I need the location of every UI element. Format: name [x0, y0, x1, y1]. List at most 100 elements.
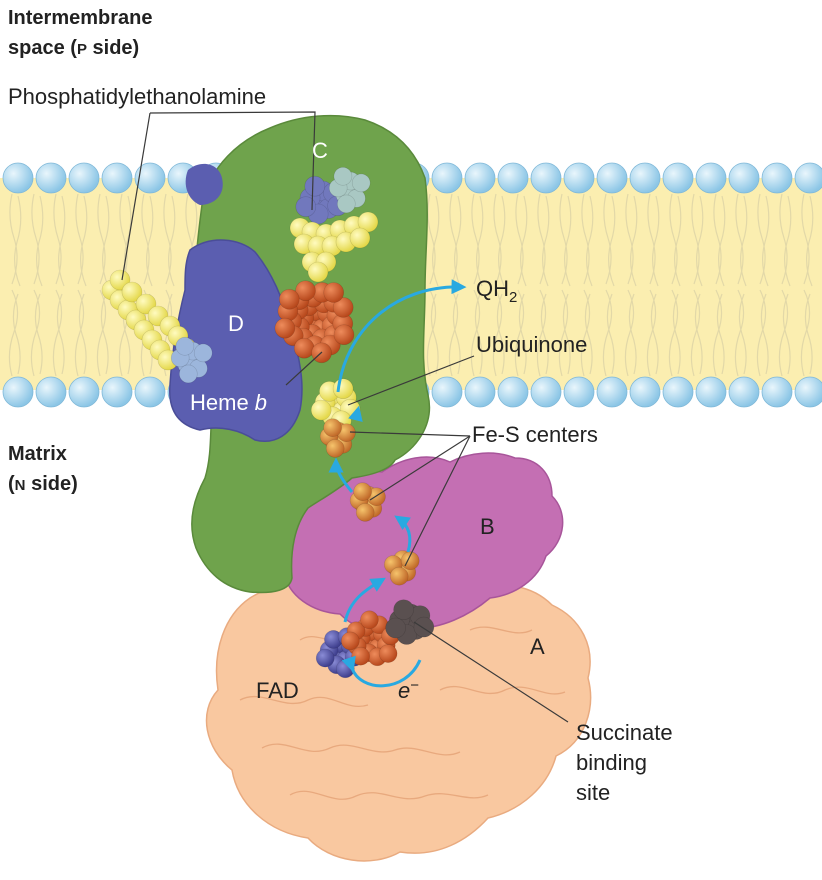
lipid-head — [464, 376, 496, 408]
heme-sphere — [333, 324, 355, 346]
lipid-tail — [8, 193, 22, 377]
lipid-head — [662, 162, 694, 194]
subunit-d-label: D — [228, 311, 244, 336]
lipid-tail — [558, 193, 572, 377]
lipid-head — [662, 376, 694, 408]
lipid-ligand-head-sphere — [179, 364, 198, 384]
lipid-tail — [690, 193, 704, 377]
lipid-head — [761, 162, 793, 194]
lipid-head — [431, 376, 463, 408]
lipid-tail — [536, 193, 550, 377]
electron-label: e− — [398, 677, 419, 703]
p-side-label-line1: Intermembrane — [8, 7, 153, 29]
fes-center-sphere — [325, 439, 345, 458]
heme-b-label: Heme b — [190, 390, 267, 415]
lipid-head — [134, 162, 166, 194]
lipid-tail — [140, 193, 154, 377]
phosphatidylethanolamine-label: Phosphatidylethanolamine — [8, 84, 266, 109]
ubiquinone-label: Ubiquinone — [476, 332, 587, 357]
ubiquinone-sphere — [332, 378, 354, 400]
lipid-ligand-head-sphere — [175, 336, 195, 356]
leader-lines — [121, 111, 569, 723]
lipid-head — [596, 162, 628, 194]
succinate-site-sphere — [393, 599, 414, 621]
fad-label: FAD — [256, 678, 299, 703]
lipid-ligand-head-sphere — [304, 175, 326, 197]
lipid-head — [761, 376, 793, 408]
fes-center-sphere — [355, 503, 375, 522]
lipid-tail — [514, 193, 528, 377]
lipid-head — [695, 376, 727, 408]
lipid-head — [497, 376, 529, 408]
lipid-ligand-head-sphere — [351, 173, 371, 193]
lipid-tail — [778, 193, 792, 377]
lipid-tail — [184, 193, 198, 377]
heme-sphere — [295, 280, 316, 302]
qh2-label: QH2 — [476, 276, 517, 306]
lipid-tail — [74, 193, 88, 377]
fad-sphere — [360, 610, 379, 630]
lipid-tail — [162, 193, 176, 377]
subunit-a-label: A — [530, 634, 545, 659]
lipid-tail — [602, 193, 616, 377]
lipid-head — [101, 162, 133, 194]
succinate-label-line2: binding — [576, 750, 647, 775]
lipid-head — [68, 162, 100, 194]
lipid-head — [629, 162, 661, 194]
lipid-ligand-head-sphere — [333, 167, 353, 186]
lipid-tail — [800, 193, 814, 377]
succinate-label-line3: site — [576, 780, 610, 805]
cofactor-spheres — [101, 167, 435, 679]
ubiquinone-sphere — [310, 399, 332, 421]
fad-sphere — [378, 644, 398, 663]
fes-center-sphere — [389, 566, 409, 586]
lipid-tail — [118, 193, 132, 377]
lipid-ligand-sphere — [349, 227, 371, 249]
lipid-head — [101, 376, 133, 408]
fes-centers-label: Fe-S centers — [472, 422, 598, 447]
lipid-head — [695, 162, 727, 194]
lipid-tail — [470, 193, 484, 377]
lipid-head — [563, 162, 595, 194]
lipid-head — [134, 376, 166, 408]
lipid-tail — [52, 193, 66, 377]
lipid-head — [2, 162, 34, 194]
heme-sphere — [293, 337, 315, 359]
lipid-head — [794, 376, 822, 408]
lipid-tail — [580, 193, 594, 377]
lipid-ligand-sphere — [121, 281, 143, 303]
lipid-tail — [734, 193, 748, 377]
subunit-d-top-lobe — [185, 163, 223, 205]
lipid-head — [596, 376, 628, 408]
subunit-b-label: B — [480, 514, 495, 539]
lipid-head — [2, 376, 34, 408]
lipid-head — [563, 376, 595, 408]
lipid-tail — [96, 193, 110, 377]
lipid-head — [728, 376, 760, 408]
fes-center-sphere — [353, 482, 372, 502]
electron-flow — [328, 279, 467, 688]
n-side-label-line2: (N side) — [8, 473, 78, 495]
lipid-head — [629, 376, 661, 408]
lipid-tail — [426, 193, 440, 377]
lipid-head — [794, 162, 822, 194]
lipid-tail — [624, 193, 638, 377]
lipid-tail — [448, 193, 462, 377]
lipid-tail — [756, 193, 770, 377]
subunit-a-texture — [239, 626, 566, 800]
lipid-ligand-head-sphere — [193, 343, 213, 363]
subunit-c-label: C — [312, 138, 328, 163]
lipid-tail — [646, 193, 660, 377]
lipid-head — [35, 162, 67, 194]
p-side-label-line2: space (P side) — [8, 37, 139, 59]
fad-sphere — [351, 646, 370, 666]
fad-sphere — [315, 648, 335, 668]
lipid-tail — [30, 193, 44, 377]
lipid-head — [464, 162, 496, 194]
lipid-ligand-head-sphere — [336, 194, 356, 214]
fad-sphere — [340, 631, 360, 651]
lipid-tail — [492, 193, 506, 377]
lipid-head — [530, 162, 562, 194]
lipid-head — [728, 162, 760, 194]
lipid-ligand-head-sphere — [295, 196, 317, 217]
